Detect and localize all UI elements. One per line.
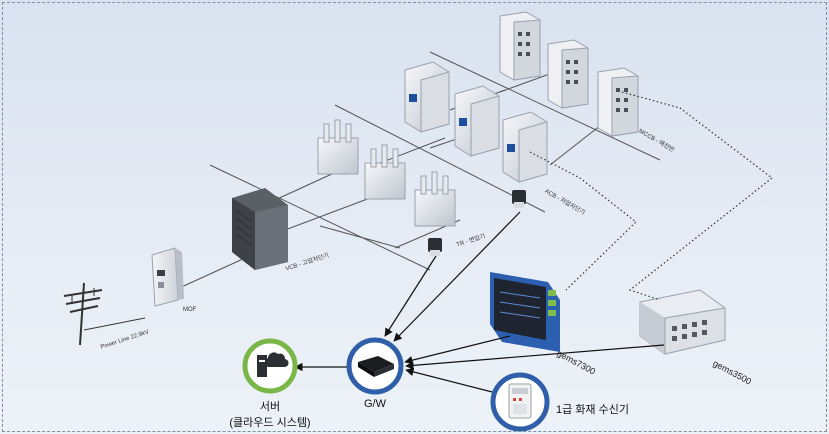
dotted-links <box>529 91 773 301</box>
mccb-panel-icons <box>499 11 639 137</box>
gateway-node-icon <box>346 337 404 395</box>
arrows <box>294 211 665 395</box>
gateway-label: G/W <box>364 398 386 410</box>
acb-cabinet-icons <box>404 61 548 183</box>
gems7300-device-icon <box>490 272 560 352</box>
fire-receiver-node-icon <box>490 372 550 432</box>
ct-sensor-icons <box>428 190 526 256</box>
gems3500-device-icon <box>639 289 726 355</box>
server-label: 서버 (클라우드 시스템) <box>218 398 322 430</box>
power-pole-icon <box>63 282 146 346</box>
transformer-icons <box>317 119 456 227</box>
moi-label: MOF <box>183 307 197 313</box>
vcb-cabinet-icon <box>232 188 288 270</box>
mof-cabinet-icon <box>151 247 184 307</box>
server-node-icon <box>242 338 298 394</box>
fire-receiver-label: 1급 화재 수신기 <box>556 404 629 416</box>
server-label-line2: (클라우드 시스템) <box>229 417 311 429</box>
server-label-line1: 서버 <box>259 401 281 413</box>
